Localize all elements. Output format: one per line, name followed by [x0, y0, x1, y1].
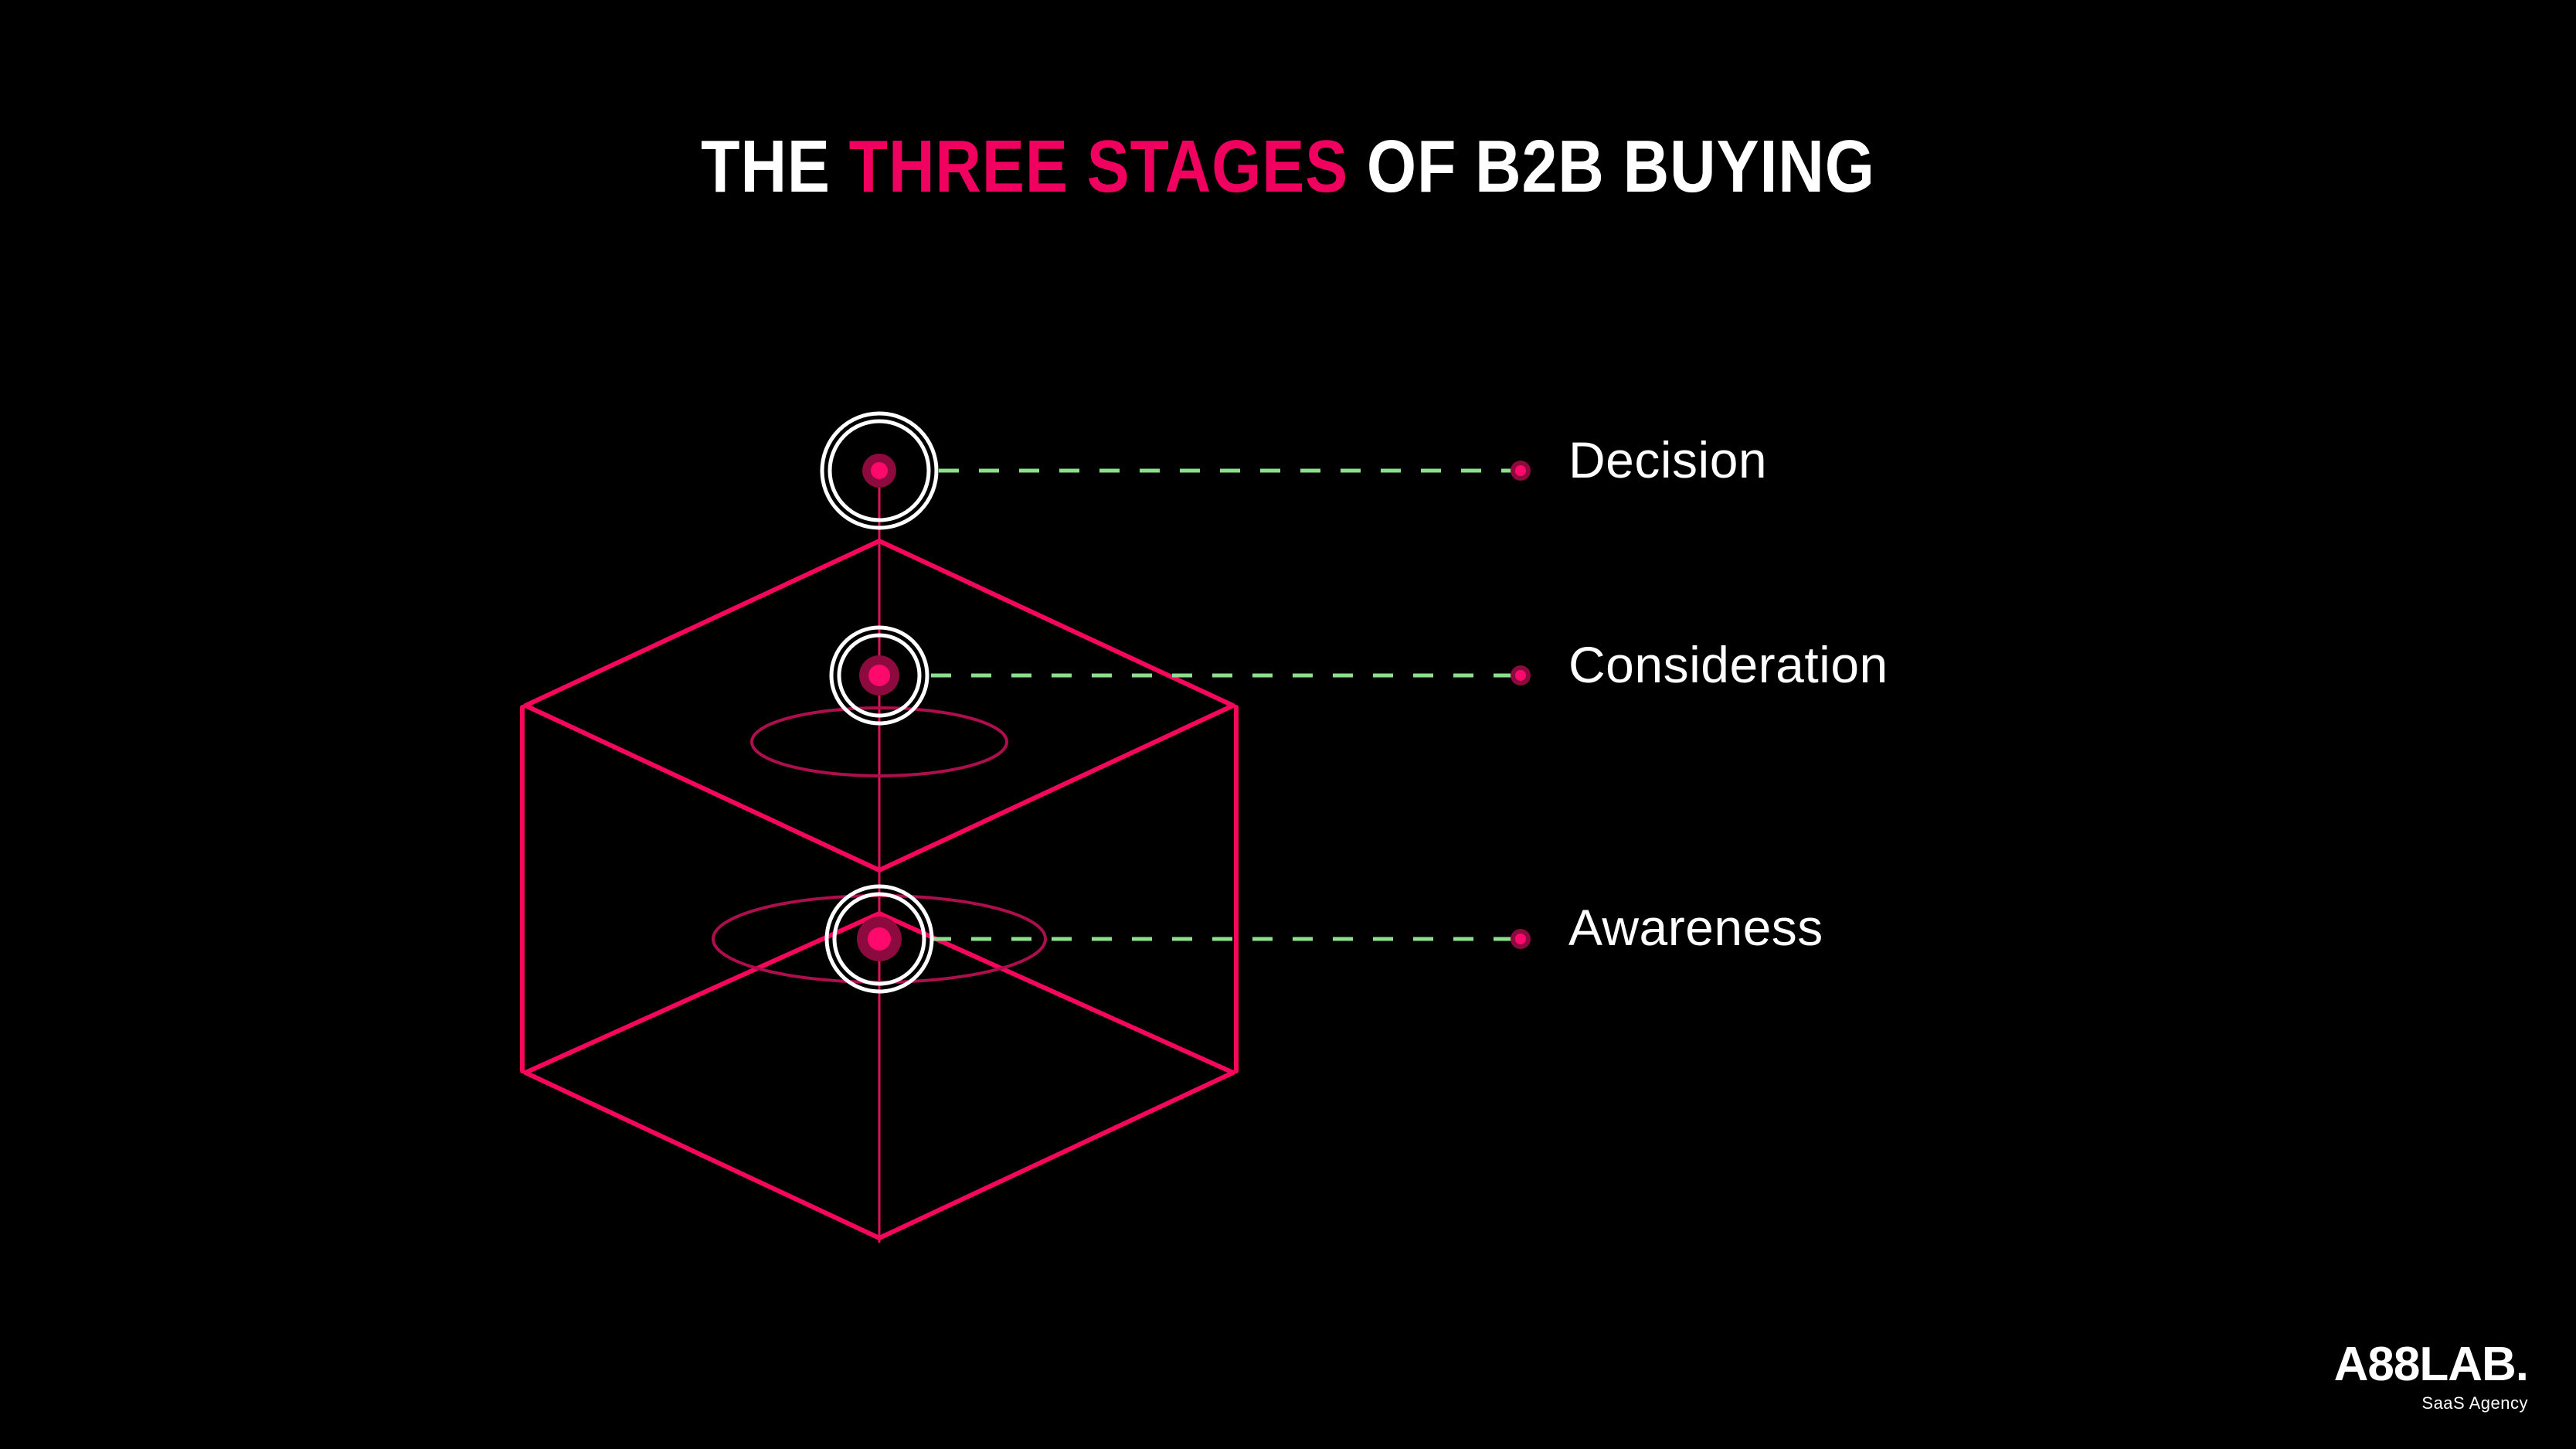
isometric-cube [520, 539, 1239, 1240]
decision-dot-core [871, 462, 888, 479]
awareness-dot-core [868, 927, 891, 951]
title-part-1: THE [701, 125, 849, 208]
page-title: THE THREE STAGES OF B2B BUYING [180, 130, 2395, 204]
stage-label-awareness: Awareness [1568, 899, 1823, 956]
stage-label-decision: Decision [1568, 431, 1768, 488]
logo-wordmark: A88LAB. [2333, 1338, 2529, 1391]
connector-lines [931, 468, 1513, 941]
stage-node-decision[interactable] [820, 411, 939, 530]
cube-bottom-face [523, 911, 1235, 1240]
endpoint-dot-decision-core [1515, 465, 1526, 476]
decision-ring-inner [828, 419, 931, 522]
orbit-ellipse-consideration [750, 706, 1008, 777]
endpoint-dot-consideration-core [1515, 670, 1526, 681]
consideration-ring-inner [837, 633, 922, 718]
stage-label-consideration: Consideration [1568, 636, 1888, 693]
title-highlight: THREE STAGES [848, 125, 1349, 208]
consideration-ring-outer [829, 625, 929, 726]
brand-logo: A88LAB. SaaS Agency [2333, 1338, 2529, 1413]
title-part-2: OF B2B BUYING [1348, 125, 1875, 208]
cube-top-face [523, 539, 1235, 872]
awareness-ring-outer [824, 884, 934, 994]
logo-tagline: SaaS Agency [2421, 1393, 2528, 1413]
connector-endpoints [1511, 461, 1531, 949]
stage-node-consideration[interactable] [829, 625, 929, 726]
endpoint-dot-awareness-core [1515, 934, 1526, 944]
awareness-ring-inner [832, 892, 926, 986]
consideration-dot-core [868, 665, 890, 686]
stage-node-awareness[interactable] [824, 884, 934, 994]
decision-ring-outer [820, 411, 939, 530]
